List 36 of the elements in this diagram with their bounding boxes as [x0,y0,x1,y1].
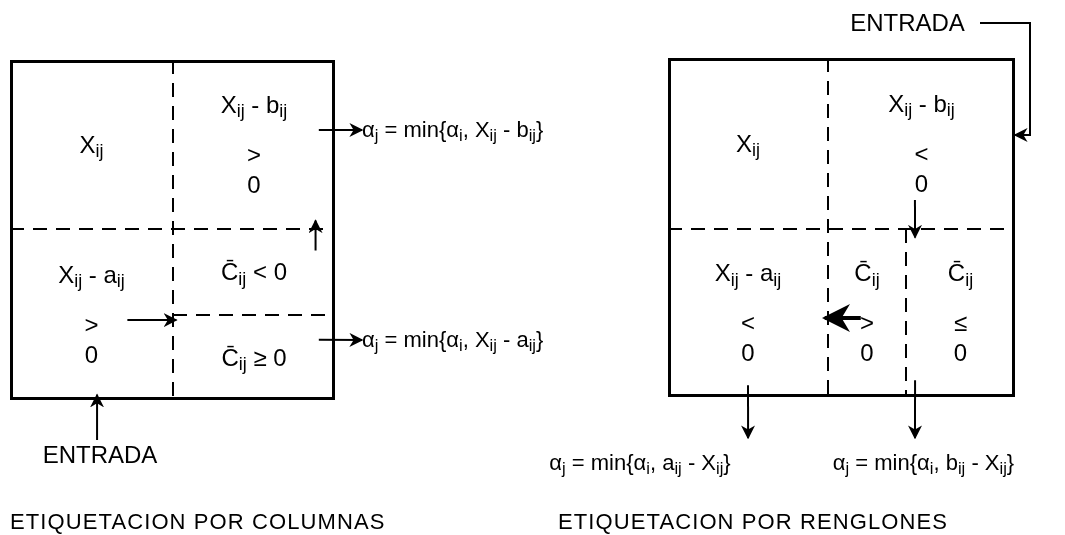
inequality-text: > 0 [859,308,875,368]
cell-expression: C̄$_{ij}$ [947,258,974,288]
cell-expression: C̄$_{ij}$ [854,258,880,288]
entry-label: ENTRADA [850,8,965,38]
formula-text: α$_{j}$ = min{α$_{i}$, b$_{ij}$ - X$_{ij}$} [832,449,1015,477]
formula-text: α$_{j}$ = min{α$_{i}$, X$_{ij}$ - a$_{ij}$} [362,326,544,354]
cell-expression: X$_{ij}$ [736,128,760,159]
cell-expression: X$_{ij}$ - a$_{ij}$ [58,259,125,290]
arrow [317,123,364,137]
arrow [126,313,178,328]
cell-expression: C̄$_{ij}$ ≥ 0 [221,342,287,373]
arrow [308,219,323,252]
formula-text: α$_{j}$ = min{α$_{i}$, X$_{ij}$ - b$_{ij}$} [362,116,544,144]
cell-expression: X$_{ij}$ - b$_{ij}$ [220,89,288,120]
cell-expression: X$_{ij}$ [79,129,104,160]
table-frame [668,58,1015,397]
inequality-text: > 0 [246,139,262,200]
arrow [822,304,861,333]
cell-expression: C̄$_{ij}$ < 0 [220,257,287,287]
cell-expression: X$_{ij}$ - a$_{ij}$ [714,258,782,288]
arrow [908,379,922,440]
inequality-text: < 0 [740,308,756,368]
cell-expression: X$_{ij}$ - b$_{ij}$ [888,88,955,119]
table-frame [10,60,335,400]
entry-label: ENTRADA [42,440,158,470]
arrow [979,22,1031,142]
caption-text: ETIQUETACION POR RENGLONES [558,508,949,535]
arrow [317,332,364,347]
inequality-text: ≤ 0 [952,308,969,368]
formula-text: α$_{j}$ = min{α$_{i}$, a$_{ij}$ - X$_{ij}$} [549,449,731,477]
arrow [908,198,922,239]
arrow [90,393,105,441]
inequality-text: < 0 [913,138,930,199]
arrow [741,384,756,440]
caption-text: ETIQUETACION POR COLUMNAS [10,508,386,535]
inequality-text: > 0 [83,309,100,370]
